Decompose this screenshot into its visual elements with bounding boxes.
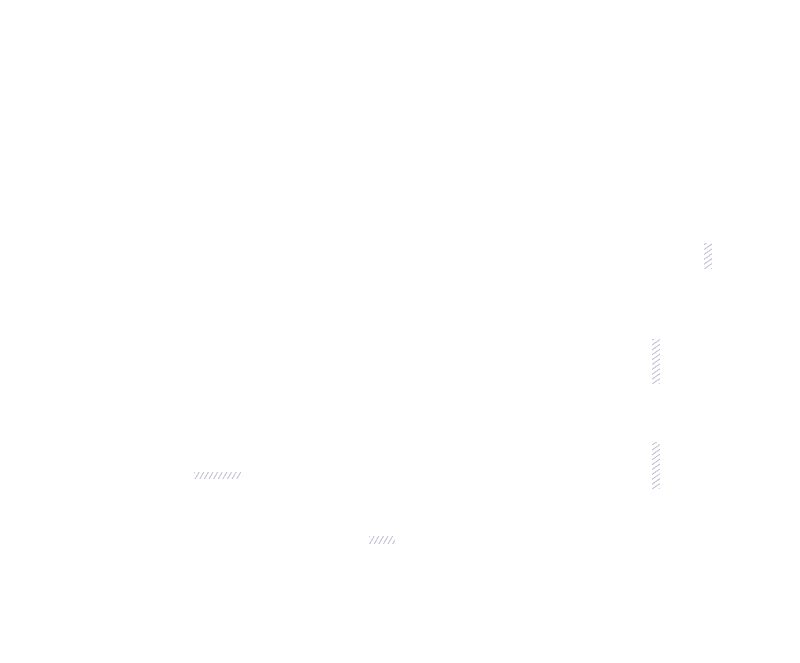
- hatched-strip-left: [194, 472, 241, 479]
- hatched-strip-top-right: [704, 243, 712, 269]
- hatched-strip-right-lower: [652, 442, 660, 489]
- hatched-strip-bottom: [369, 536, 395, 544]
- hatched-strip-right-upper: [652, 339, 660, 384]
